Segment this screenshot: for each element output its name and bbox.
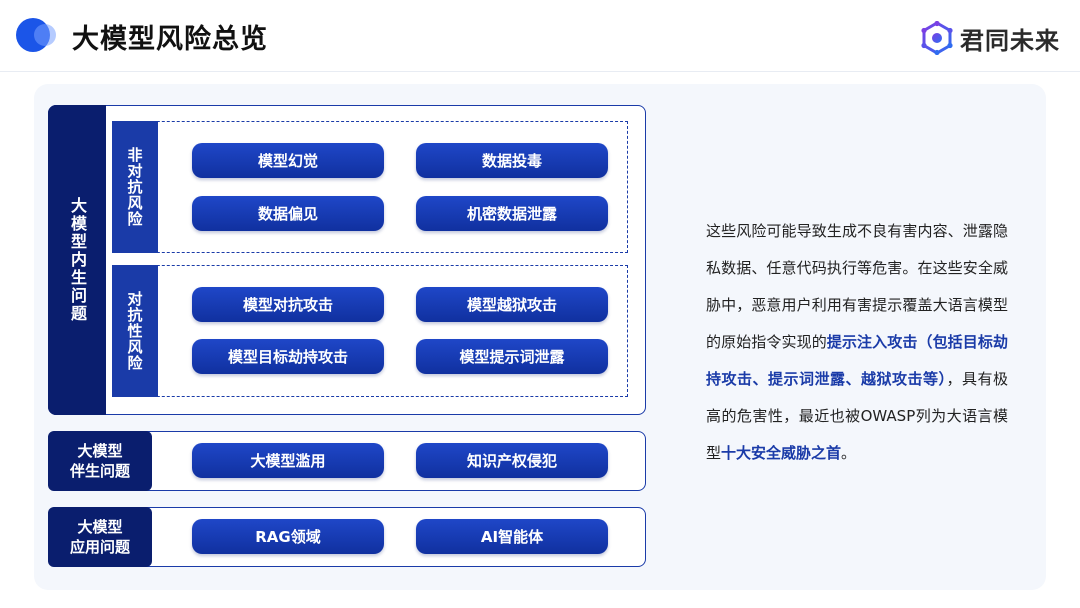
inherent-label: 大模型内生问题 — [48, 105, 106, 415]
description-highlight-2: 十大安全威胁之首 — [721, 444, 842, 462]
adversarial-label: 对抗性风险 — [112, 265, 158, 397]
description-text-1: 这些风险可能导致生成不良有害内容、泄露隐私数据、任意代码执行等危害。在这些安全威… — [706, 222, 1008, 351]
risk-pill-hallucination: 模型幻觉 — [192, 143, 384, 178]
risk-pill-ai-agent: AI智能体 — [416, 519, 608, 554]
risk-pill-adversarial-attack: 模型对抗攻击 — [192, 287, 384, 322]
non-adversarial-group — [112, 121, 628, 253]
risk-pill-goal-hijack: 模型目标劫持攻击 — [192, 339, 384, 374]
risk-pill-jailbreak: 模型越狱攻击 — [416, 287, 608, 322]
risk-description: 这些风险可能导致生成不良有害内容、泄露隐私数据、任意代码执行等危害。在这些安全威… — [706, 213, 1008, 472]
adversarial-group — [112, 265, 628, 397]
companion-label-line1: 大模型 — [77, 442, 123, 460]
risk-pill-data-leak: 机密数据泄露 — [416, 196, 608, 231]
companion-label-line2: 伴生问题 — [69, 462, 130, 480]
brand-logo-icon — [921, 21, 953, 55]
description-text-3: 。 — [841, 444, 857, 462]
header: 大模型风险总览 君同未来 — [0, 0, 1080, 72]
title-decoration-icon — [16, 18, 56, 54]
risk-pill-prompt-leak: 模型提示词泄露 — [416, 339, 608, 374]
application-label-line2: 应用问题 — [69, 538, 130, 556]
non-adversarial-label: 非对抗风险 — [112, 121, 158, 253]
risk-pill-rag: RAG领域 — [192, 519, 384, 554]
page-title: 大模型风险总览 — [72, 24, 268, 55]
description-text-2: ，具有极高的危害性，最近也被OWASP列为大语言模型 — [706, 370, 1008, 462]
brand: 君同未来 — [920, 20, 1060, 56]
risk-pill-data-poisoning: 数据投毒 — [416, 143, 608, 178]
application-label-line1: 大模型 — [77, 518, 123, 536]
brand-name: 君同未来 — [960, 26, 1060, 55]
application-label: 大模型 应用问题 — [48, 507, 152, 567]
companion-label: 大模型 伴生问题 — [48, 431, 152, 491]
risk-pill-ip-infringement: 知识产权侵犯 — [416, 443, 608, 478]
risk-pill-misuse: 大模型滥用 — [192, 443, 384, 478]
risk-pill-data-bias: 数据偏见 — [192, 196, 384, 231]
description-highlight-1: 提示注入攻击（包括目标劫持攻击、提示词泄露、越狱攻击等） — [706, 333, 1008, 388]
